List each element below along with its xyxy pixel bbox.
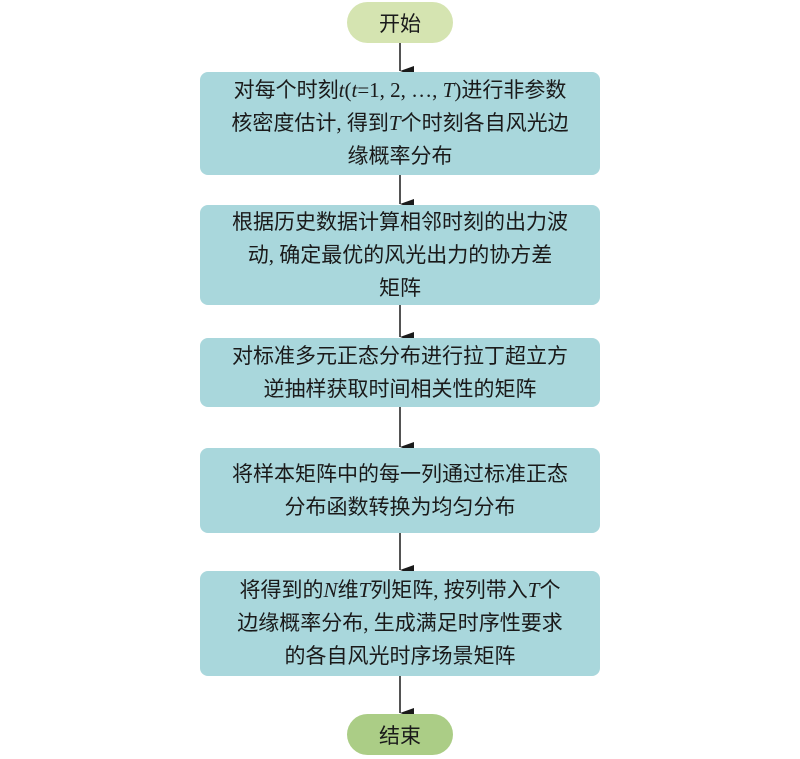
step-text-line: 将样本矩阵中的每一列通过标准正态 — [232, 458, 568, 491]
step-1-box: 对每个时刻t(t=1, 2, …, T)进行非参数核密度估计, 得到T个时刻各自… — [200, 72, 600, 175]
step-text-line: 将得到的N维T列矩阵, 按列带入T个 — [240, 574, 561, 607]
step-text-line: 根据历史数据计算相邻时刻的出力波 — [232, 206, 568, 239]
step-text: 缘概率分布 — [347, 144, 453, 168]
step-text: 核密度估计 — [231, 111, 337, 135]
step-text: 生成满足时序性要求 — [373, 611, 563, 635]
math-variable: t — [338, 78, 345, 102]
step-5-box: 将得到的N维T列矩阵, 按列带入T个边缘概率分布, 生成满足时序性要求的各自风光… — [200, 571, 600, 676]
step-text-line: 核密度估计, 得到T个时刻各自风光边 — [231, 107, 568, 140]
math-variable: N — [323, 578, 338, 602]
step-text: 确定最优的风光出力的协方差 — [279, 242, 553, 267]
math-variable: T — [388, 111, 401, 135]
step-text: , — [268, 242, 280, 267]
start-node: 开始 — [347, 2, 453, 43]
step-text: 边缘概率分布 — [237, 611, 364, 635]
math-variable: T — [527, 578, 540, 602]
step-text-line: 对每个时刻t(t=1, 2, …, T)进行非参数 — [234, 74, 567, 107]
step-text: 按列带入 — [443, 578, 528, 602]
step-text-line: 矩阵 — [379, 272, 421, 305]
step-text-line: 逆抽样获取时间相关性的矩阵 — [264, 373, 537, 406]
step-4-box: 将样本矩阵中的每一列通过标准正态分布函数转换为均匀分布 — [200, 448, 600, 533]
step-text-line: 的各自风光时序场景矩阵 — [285, 640, 516, 673]
step-text: ) — [454, 78, 462, 102]
step-text-line: 对标准多元正态分布进行拉丁超立方 — [232, 340, 568, 373]
step-text-line: 边缘概率分布, 生成满足时序性要求 — [237, 607, 563, 640]
step-text: , — [336, 111, 347, 135]
math-variable: T — [358, 578, 371, 602]
math-variable: t — [351, 78, 358, 102]
step-text: 个 — [539, 578, 561, 602]
step-text: 对每个时刻 — [233, 78, 339, 102]
step-text: =1, 2, …, — [357, 78, 443, 102]
step-2-box: 根据历史数据计算相邻时刻的出力波动, 确定最优的风光出力的协方差矩阵 — [200, 205, 600, 305]
step-text: 得到 — [346, 111, 389, 135]
step-text: 将样本矩阵中的每一列通过标准正态 — [232, 461, 568, 486]
step-text: 根据历史数据计算相邻时刻的出力波 — [232, 209, 568, 234]
step-text-line: 动, 确定最优的风光出力的协方差 — [248, 239, 553, 272]
step-text: , — [363, 611, 374, 635]
step-text-line: 缘概率分布 — [348, 140, 453, 173]
step-text: , — [433, 578, 444, 602]
end-label: 结束 — [379, 723, 421, 748]
start-label: 开始 — [379, 11, 421, 36]
step-text: 将得到的 — [239, 578, 324, 602]
step-text: 进行非参数 — [461, 78, 567, 102]
step-text: 动 — [247, 242, 269, 267]
step-text-line: 分布函数转换为均匀分布 — [285, 491, 516, 524]
step-text: 矩阵 — [379, 275, 421, 300]
step-text: ( — [344, 78, 352, 102]
step-text: 维 — [337, 578, 359, 602]
step-3-box: 对标准多元正态分布进行拉丁超立方逆抽样获取时间相关性的矩阵 — [200, 338, 600, 407]
end-node: 结束 — [347, 714, 453, 755]
step-text: 的各自风光时序场景矩阵 — [284, 644, 516, 668]
step-text: 个时刻各自风光边 — [400, 111, 569, 135]
step-text: 对标准多元正态分布进行拉丁超立方 — [232, 343, 568, 368]
step-text: 列矩阵 — [370, 578, 434, 602]
step-text: 逆抽样获取时间相关性的矩阵 — [263, 376, 537, 401]
step-text: 分布函数转换为均匀分布 — [284, 494, 516, 519]
math-variable: T — [442, 78, 455, 102]
